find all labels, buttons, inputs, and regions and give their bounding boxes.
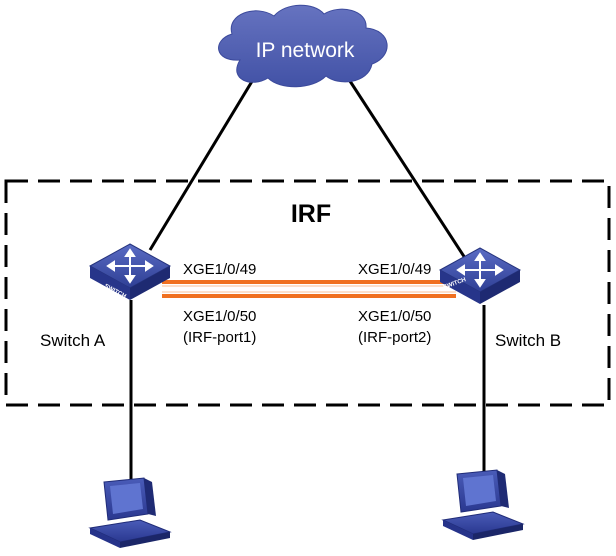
switch-a-port-bottom: XGE1/0/50	[183, 308, 256, 325]
link-cloud-switch-a	[148, 77, 256, 251]
irf-boundary	[4, 179, 611, 407]
pc-a-icon	[88, 477, 172, 548]
switch-a-icon: SWITCH	[88, 243, 172, 300]
switch-b-irf-port: (IRF-port2)	[358, 329, 431, 346]
switch-b-port-top: XGE1/0/49	[358, 261, 431, 278]
switch-b-icon: SWITCH	[438, 247, 522, 304]
switch-b-name: Switch B	[495, 331, 561, 350]
irf-label: IRF	[291, 200, 331, 228]
switch-a-port-top: XGE1/0/49	[183, 261, 256, 278]
pc-b-icon	[441, 469, 525, 540]
link-cloud-switch-b	[346, 77, 467, 259]
cloud-icon	[218, 4, 388, 88]
cloud-label: IP network	[256, 39, 355, 62]
switch-a-irf-port: (IRF-port1)	[183, 329, 256, 346]
irf-link-top	[162, 280, 456, 287]
switch-b-port-bottom: XGE1/0/50	[358, 308, 431, 325]
irf-link-bottom	[162, 291, 456, 298]
switch-a-name: Switch A	[40, 331, 106, 350]
